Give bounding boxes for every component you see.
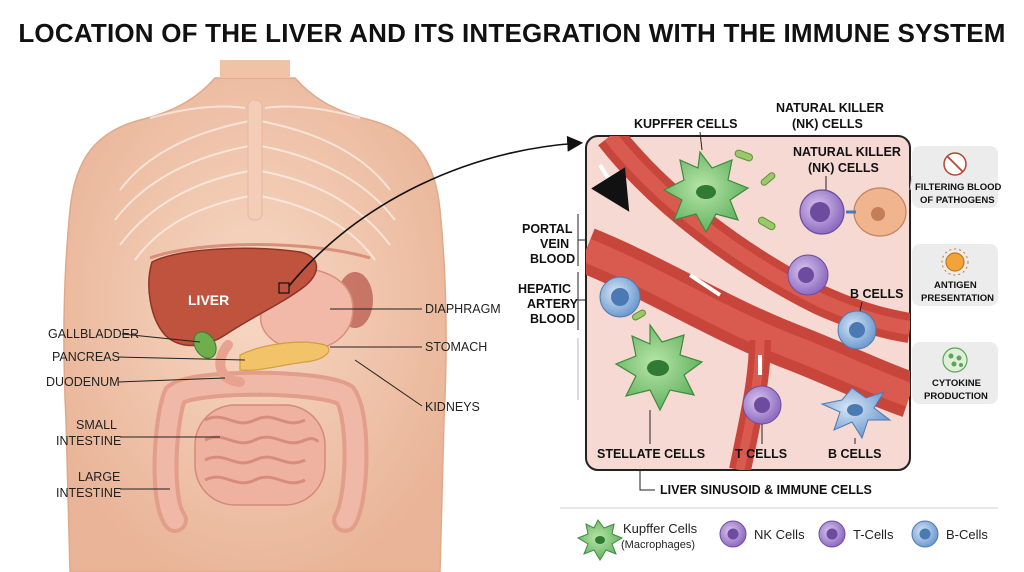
filter-icon [946, 155, 964, 173]
legend-nk: NK Cells [719, 520, 805, 548]
label-nk-inner-2: (NK) CELLS [808, 161, 879, 175]
inset-side-labels: PORTAL VEIN BLOOD HEPATIC ARTERY BLOOD [518, 214, 586, 400]
label-nk-inner-1: NATURAL KILLER [793, 145, 901, 159]
label-stomach: STOMACH [425, 340, 487, 354]
liver-label: LIVER [188, 292, 229, 308]
zoom-arrow [288, 135, 584, 287]
legend-t: T-Cells [818, 520, 894, 548]
function-antigen: ANTIGEN PRESENTATION [912, 244, 998, 306]
label-small-intestine-2: INTESTINE [56, 434, 121, 448]
label-large-intestine-1: LARGE [78, 470, 120, 484]
left-labels: GALLBLADDER PANCREAS DUODENUM SMALL INTE… [46, 327, 246, 500]
pancreas-shape [239, 341, 330, 371]
duodenum-shape [215, 340, 245, 387]
antigen-icon [945, 252, 965, 272]
label-kupffer-top: KUPFFER CELLS [634, 117, 737, 131]
function-filtering: FILTERING BLOOD OF PATHOGENS [912, 146, 1002, 208]
function-panels: FILTERING BLOOD OF PATHOGENS ANTIGEN PRE… [909, 146, 1002, 404]
nk-cell-middle [787, 254, 829, 296]
label-t-cells: T CELLS [735, 447, 787, 461]
t-cell [742, 385, 782, 425]
label-large-intestine-2: INTESTINE [56, 486, 121, 500]
page-title: LOCATION OF THE LIVER AND ITS INTEGRATIO… [18, 18, 1006, 48]
torso-illustration: LIVER [63, 60, 447, 572]
label-diaphragm: DIAPHRAGM [425, 302, 501, 316]
legend-kupffer-sub: (Macrophages) [621, 539, 695, 551]
label-pancreas: PANCREAS [52, 350, 120, 364]
label-nk-top-1: NATURAL KILLER [776, 101, 884, 115]
label-portal-1: PORTAL [522, 222, 573, 236]
small-intestine-shape [194, 404, 326, 506]
label-portal-2: VEIN [540, 237, 569, 251]
label-nk-top-2: (NK) CELLS [792, 117, 863, 131]
legend-b-label: B-Cells [946, 527, 988, 542]
right-labels: DIAPHRAGM STOMACH KIDNEYS [330, 302, 501, 414]
label-kidneys: KIDNEYS [425, 400, 480, 414]
legend-kupffer-label: Kupffer Cells [623, 521, 698, 536]
inset-caption: LIVER SINUSOID & IMMUNE CELLS [660, 483, 872, 497]
legend-kupffer: Kupffer Cells (Macrophages) [576, 519, 698, 561]
function-antigen-line1: ANTIGEN [934, 280, 977, 291]
liver-shape [148, 247, 318, 347]
legend-t-label: T-Cells [853, 527, 894, 542]
b-cell-right [837, 310, 877, 350]
legend: Kupffer Cells (Macrophages) NK Cells T-C… [576, 519, 988, 561]
kupffer-cell-bottom [614, 323, 704, 412]
label-hepatic-2: ARTERY [527, 297, 579, 311]
gallbladder-shape [193, 331, 217, 359]
label-duodenum: DUODENUM [46, 375, 120, 389]
nk-cell-top [799, 189, 845, 235]
label-hepatic-3: BLOOD [530, 312, 575, 326]
label-stellate: STELLATE CELLS [597, 447, 705, 461]
label-b-cells-bottom: B CELLS [828, 447, 881, 461]
bacteria [632, 149, 776, 321]
function-cytokine-line1: CYTOKINE [932, 378, 981, 389]
function-cytokine: CYTOKINE PRODUCTION [912, 342, 998, 404]
b-cell-left [599, 276, 641, 318]
function-cytokine-line2: PRODUCTION [924, 391, 988, 402]
cytokine-icon [942, 347, 968, 373]
label-hepatic-1: HEPATIC [518, 282, 571, 296]
legend-nk-label: NK Cells [754, 527, 805, 542]
kupffer-cell-top [662, 150, 750, 234]
dendritic-cell [820, 387, 892, 440]
function-filtering-line1: FILTERING BLOOD [915, 182, 1002, 193]
label-small-intestine-1: SMALL [76, 418, 117, 432]
zoom-marker [278, 282, 290, 294]
ribcage [114, 105, 396, 261]
sinusoid-inset: NATURAL KILLER (NK) CELLS B CELLS STELLA… [585, 135, 911, 471]
neck [220, 60, 290, 78]
legend-b: B-Cells [911, 520, 988, 548]
label-gallbladder: GALLBLADDER [48, 327, 139, 341]
function-filtering-line2: OF PATHOGENS [920, 195, 995, 206]
function-antigen-line2: PRESENTATION [921, 293, 994, 304]
sternum [247, 99, 263, 221]
label-b-cells-inner: B CELLS [850, 287, 903, 301]
label-portal-3: BLOOD [530, 252, 575, 266]
diaphragm-shape [149, 243, 371, 260]
